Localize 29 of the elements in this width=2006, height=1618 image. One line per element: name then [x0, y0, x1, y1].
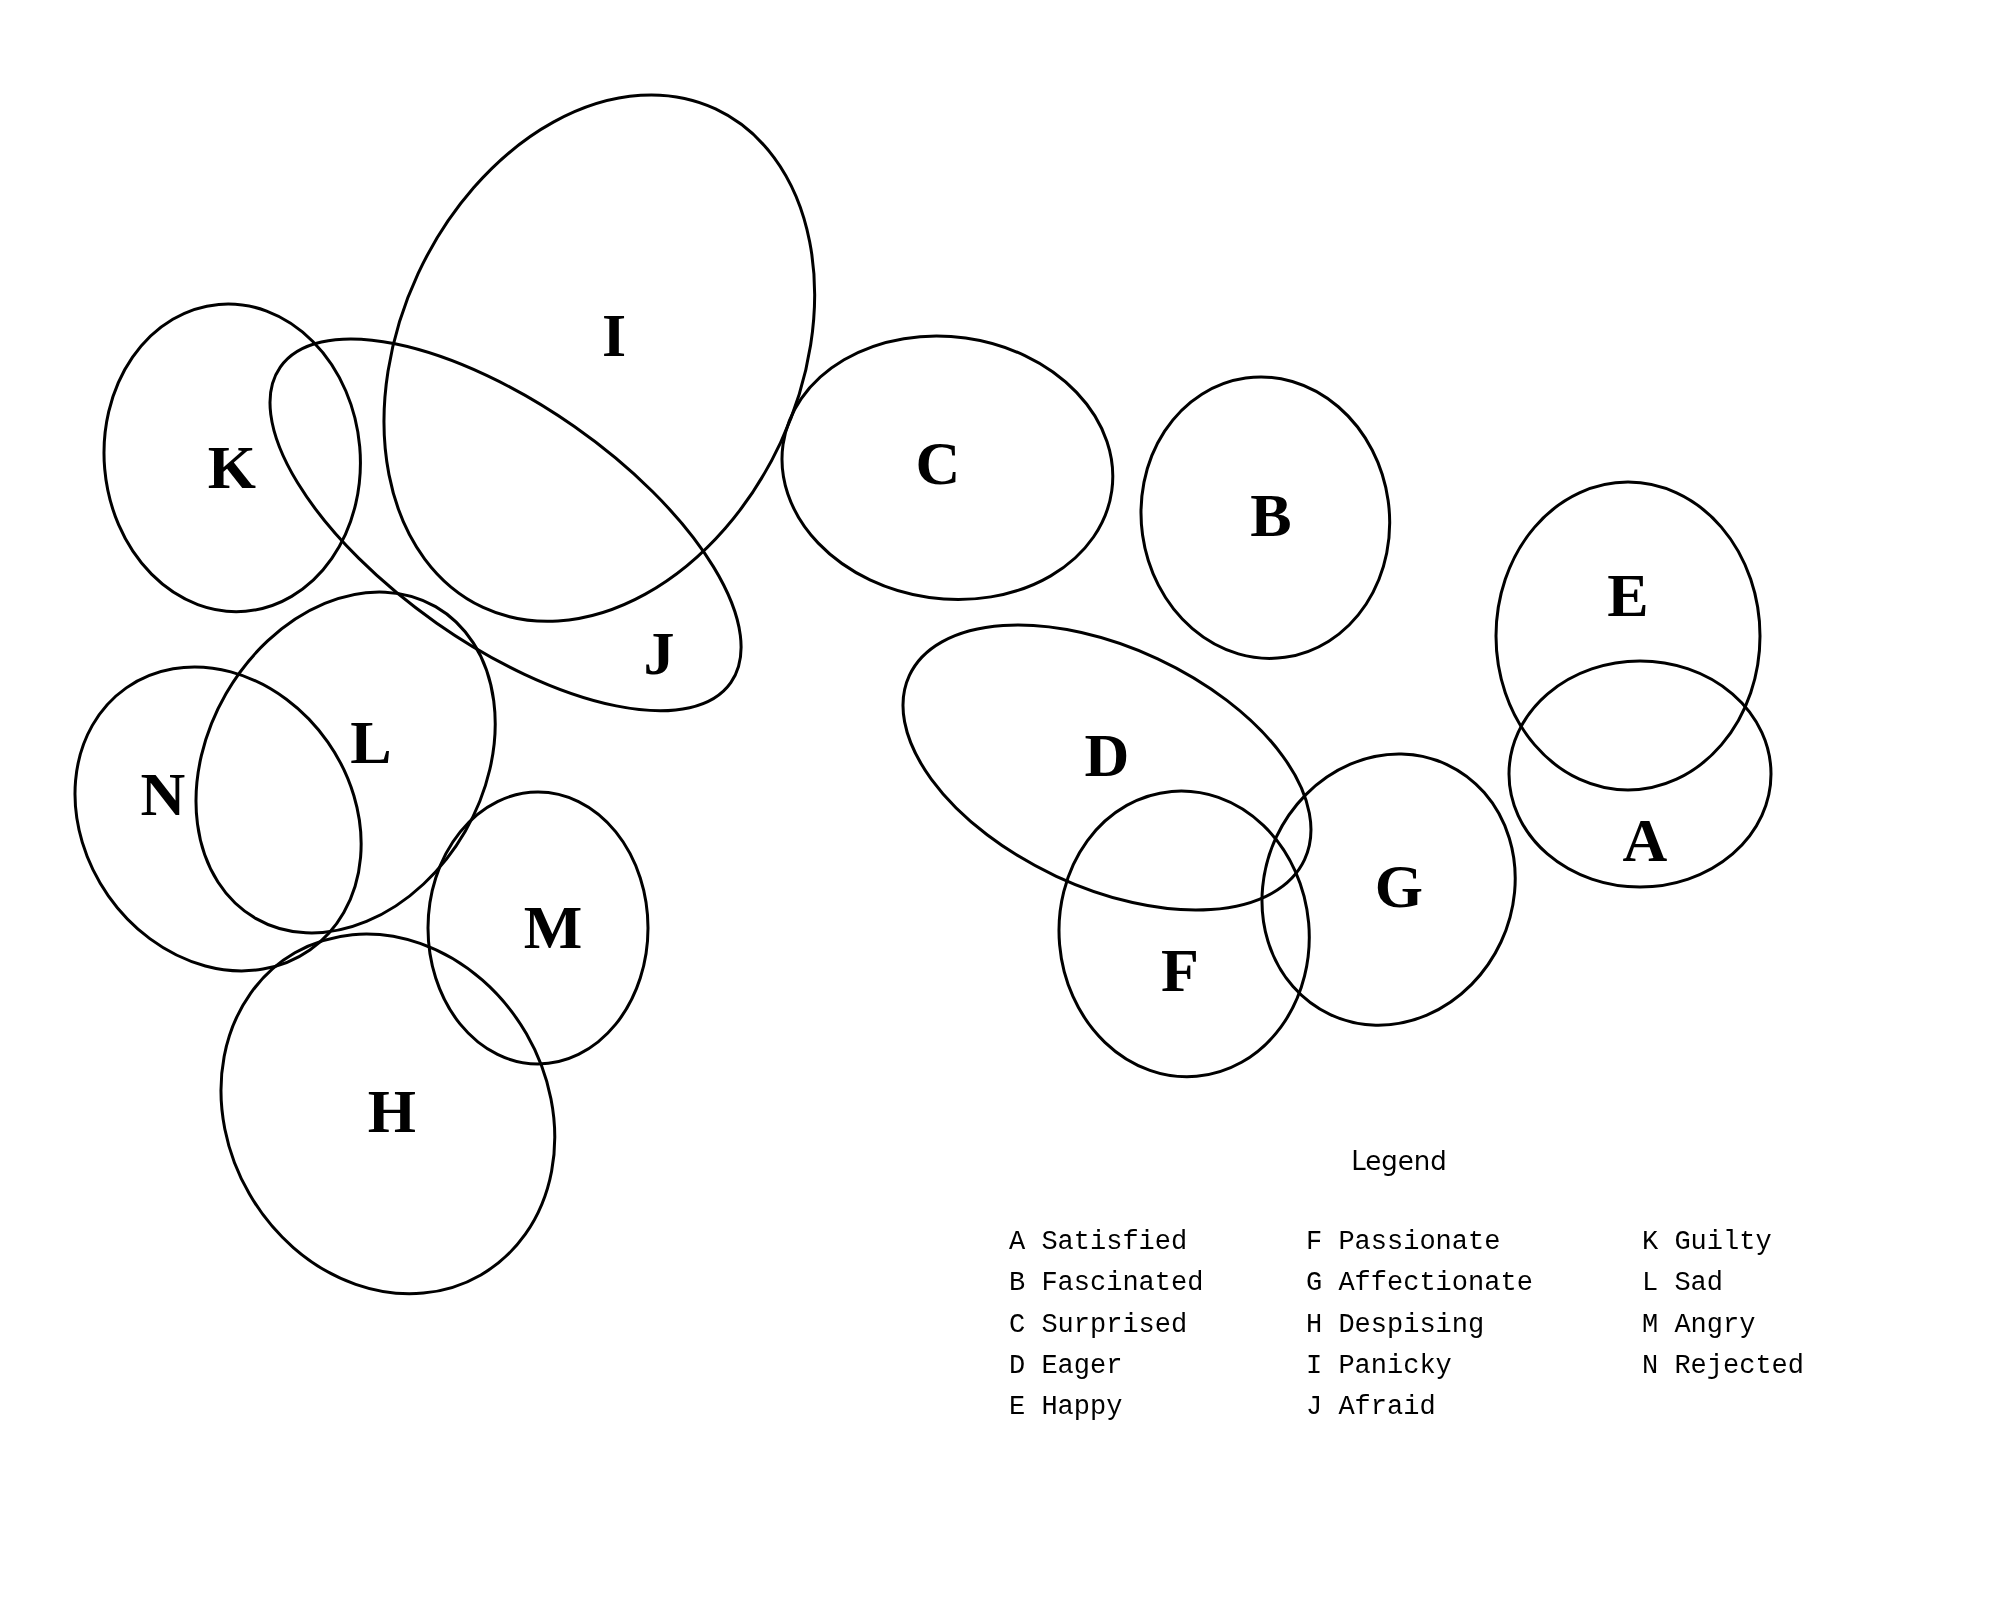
legend-entry: M Angry: [1642, 1312, 1756, 1339]
letter-label: K: [207, 436, 257, 498]
letter-label: B: [1250, 484, 1292, 546]
legend-title: Legend: [1351, 1148, 1447, 1174]
letter-label: I: [601, 304, 627, 366]
legend-entry: E Happy: [1009, 1394, 1123, 1421]
legend-entry: C Surprised: [1009, 1312, 1188, 1339]
letter-label: L: [350, 711, 392, 773]
letter-label: M: [523, 896, 583, 958]
legend-entry: G Affectionate: [1306, 1270, 1533, 1297]
legend-entry: L Sad: [1642, 1270, 1723, 1297]
legend-entry: K Guilty: [1642, 1229, 1772, 1256]
letter-label: N: [140, 763, 186, 825]
legend-entry: H Despising: [1306, 1312, 1485, 1339]
letter-label: C: [915, 432, 961, 494]
legend-entry: F Passionate: [1306, 1229, 1501, 1256]
letter-label: A: [1622, 809, 1668, 871]
letter-label: F: [1161, 939, 1199, 1001]
letter-label: G: [1374, 855, 1424, 917]
legend-entry: I Panicky: [1306, 1353, 1452, 1380]
legend-entry: A Satisfied: [1009, 1229, 1188, 1256]
legend-entry: J Afraid: [1306, 1394, 1436, 1421]
letter-label: E: [1607, 564, 1649, 626]
letter-label: H: [367, 1080, 417, 1142]
letter-label: J: [643, 622, 675, 684]
legend-entry: D Eager: [1009, 1353, 1123, 1380]
letter-label: D: [1084, 724, 1130, 786]
legend-entry: B Fascinated: [1009, 1270, 1204, 1297]
legend-entry: N Rejected: [1642, 1353, 1805, 1380]
